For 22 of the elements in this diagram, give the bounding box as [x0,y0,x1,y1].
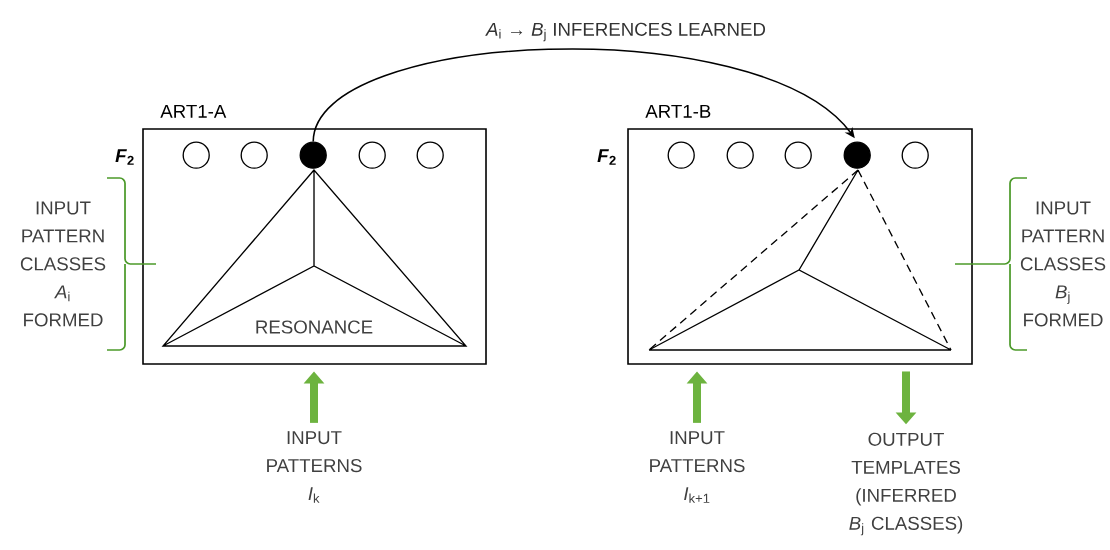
box-title: ART1-A [160,104,227,118]
neuron-circle [358,141,386,169]
layer-label: F$_{2}$ [597,149,616,165]
side-label: INPUT PATTERN CLASSES A$_{i}$ FORMED [20,201,106,327]
neuron-circle [843,141,871,169]
arrow [312,48,855,143]
neuron-circle [901,141,929,169]
caption-text: INPUT PATTERNS I$_{k}$ [267,431,362,503]
inner-label: RESONANCE [256,320,373,334]
neuron-circle [726,141,754,169]
side-label: INPUT PATTERN CLASSES B$_{j}$ FORMED [1020,201,1106,327]
layer-label: F$_{2}$ [115,149,134,165]
neuron-circle [667,141,695,169]
caption-text: INPUT PATTERNS I$_{k+1}$ [650,431,745,503]
caption-text: OUTPUT TEMPLATES (INFERRED B$_{j}$ CLASSES) [849,432,963,536]
neuron-circle [299,141,327,169]
neuron-circle [416,141,444,169]
neuron-circle [784,141,812,169]
box-title: ART1-B [645,104,711,118]
neuron-circle [182,141,210,169]
edge-label: A$_{i}$ → B$_{j}$ INFERENCES LEARNED [483,20,769,44]
neuron-circle [240,141,268,169]
